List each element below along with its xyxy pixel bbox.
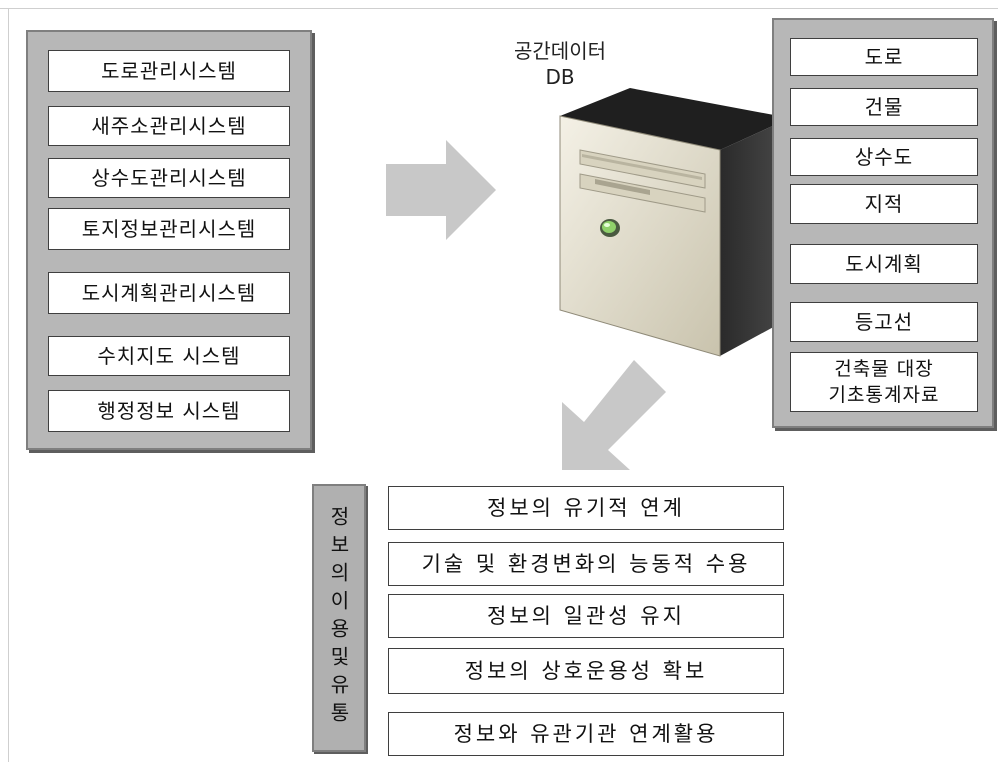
down-left-arrow-icon xyxy=(562,360,666,470)
right-arrow-icon xyxy=(386,140,496,240)
layer-road: 도로 xyxy=(790,38,978,76)
usage-item-tech-change: 기술 및 환경변화의 능동적 수용 xyxy=(388,542,784,586)
system-address: 새주소관리시스템 xyxy=(48,106,290,146)
system-land: 토지정보관리시스템 xyxy=(48,208,290,250)
system-water: 상수도관리시스템 xyxy=(48,158,290,198)
layer-urban-planning: 도시계획 xyxy=(790,244,978,284)
usage-item-organic-link: 정보의 유기적 연계 xyxy=(388,486,784,530)
usage-vertical-label: 정보의이용및유통 xyxy=(312,484,366,752)
usage-item-interoperability: 정보의 상호운용성 확보 xyxy=(388,648,784,694)
server-caption-line1: 공간데이터 xyxy=(514,39,606,63)
system-digital-map: 수치지도 시스템 xyxy=(48,336,290,376)
layer-cadastre: 지적 xyxy=(790,184,978,224)
layer-building-register: 건축물 대장 기초통계자료 xyxy=(790,352,978,412)
layer-contour: 등고선 xyxy=(790,302,978,342)
usage-vertical-label-text: 정보의이용및유통 xyxy=(326,506,351,730)
frame-top-border xyxy=(0,8,998,9)
usage-item-consistency: 정보의 일관성 유지 xyxy=(388,594,784,638)
usage-item-agency-link: 정보와 유관기관 연계활용 xyxy=(388,712,784,756)
layer-building: 건물 xyxy=(790,88,978,126)
layers-panel: 도로 건물 상수도 지적 도시계획 등고선 건축물 대장 기초통계자료 xyxy=(772,18,994,428)
systems-panel: 도로관리시스템 새주소관리시스템 상수도관리시스템 토지정보관리시스템 도시계획… xyxy=(26,30,312,450)
layer-water: 상수도 xyxy=(790,138,978,176)
server-tower-icon xyxy=(559,88,790,357)
system-urban-planning: 도시계획관리시스템 xyxy=(48,272,290,314)
server-caption-line2: DB xyxy=(545,65,575,89)
server-caption: 공간데이터 DB xyxy=(490,38,630,90)
system-admin-info: 행정정보 시스템 xyxy=(48,390,290,432)
system-road: 도로관리시스템 xyxy=(48,50,290,92)
frame-left-border xyxy=(8,8,9,762)
